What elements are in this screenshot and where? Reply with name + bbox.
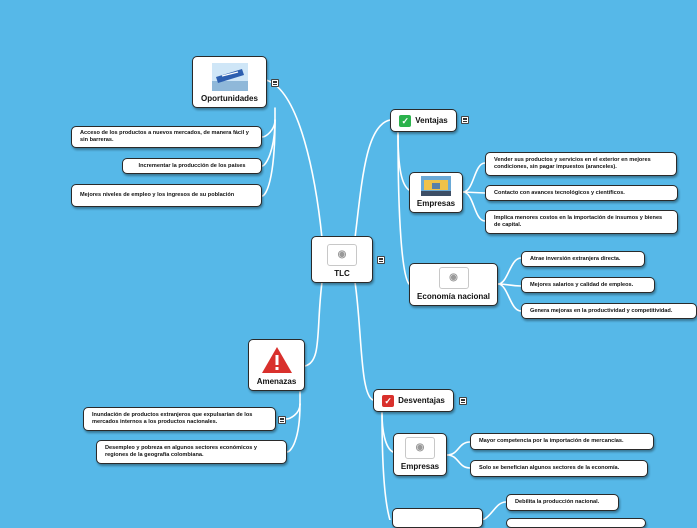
check-green-icon: ✓ [399,114,412,127]
camera-placeholder-icon: ◉ [438,267,469,289]
oportunidades-item-2[interactable]: Incrementar la producción de los países [122,158,262,174]
amenazas-item-1[interactable]: Inundación de productos extranjeros que … [83,407,276,431]
desventajas-economia-node[interactable] [392,508,483,528]
store-icon [421,176,451,196]
oportunidades-node[interactable]: Oportunidades [192,56,267,108]
ventajas-notes-icon[interactable] [461,116,469,124]
ventajas-empresas-node[interactable]: Empresas [409,172,463,213]
ventajas-label: Ventajas [415,116,448,125]
ventajas-empresas-item-2[interactable]: Contacto con avances tecnológicos y cien… [485,185,678,201]
desventajas-empresas-item-2[interactable]: Solo se benefician algunos sectores de l… [470,460,648,477]
desventajas-empresas-label: Empresas [400,462,440,471]
ventajas-economia-label: Economía nacional [417,292,490,301]
oportunidades-item-3[interactable]: Mejores niveles de empleo y los ingresos… [71,184,262,207]
desventajas-notes-icon[interactable] [459,397,467,405]
ventajas-empresas-item-1[interactable]: Vender sus productos y servicios en el e… [485,152,677,176]
oportunidades-notes-icon[interactable] [271,79,279,87]
economia-item-2[interactable]: Mejores salarios y calidad de empleos. [521,277,655,293]
desventajas-node[interactable]: ✓ Desventajas [373,389,454,412]
desventajas-economia-item-1[interactable]: Debilita la producción nacional. [506,494,619,511]
amenazas-node[interactable]: Amenazas [248,339,305,391]
desventajas-label: Desventajas [398,396,445,405]
ventajas-empresas-item-3[interactable]: Implica menores costos en la importación… [485,210,678,234]
ventajas-empresas-label: Empresas [416,199,456,208]
desventajas-empresas-node[interactable]: ◉ Empresas [393,433,447,476]
warning-icon [261,347,292,373]
central-topic-tlc[interactable]: ◉ TLC [311,236,373,283]
central-topic-label: TLC [334,269,350,278]
center-notes-icon[interactable] [377,256,385,264]
amenazas-item-2[interactable]: Desempleo y pobreza en algunos sectores … [96,440,287,464]
economia-item-1[interactable]: Atrae inversión extranjera directa. [521,251,645,267]
road-sign-icon [211,63,248,91]
amenazas-label: Amenazas [256,377,297,386]
desventajas-empresas-item-1[interactable]: Mayor competencia por la importación de … [470,433,654,450]
economia-item-3[interactable]: Genera mejoras en la productividad y com… [521,303,697,319]
camera-placeholder-icon: ◉ [327,244,357,266]
ventajas-economia-node[interactable]: ◉ Economía nacional [409,263,498,306]
oportunidades-label: Oportunidades [201,94,258,103]
check-red-icon: ✓ [382,394,395,407]
amenazas-notes-icon[interactable] [278,416,286,424]
ventajas-node[interactable]: ✓ Ventajas [390,109,457,132]
oportunidades-item-1[interactable]: Acceso de los productos a nuevos mercado… [71,126,262,148]
camera-placeholder-icon: ◉ [405,437,435,459]
